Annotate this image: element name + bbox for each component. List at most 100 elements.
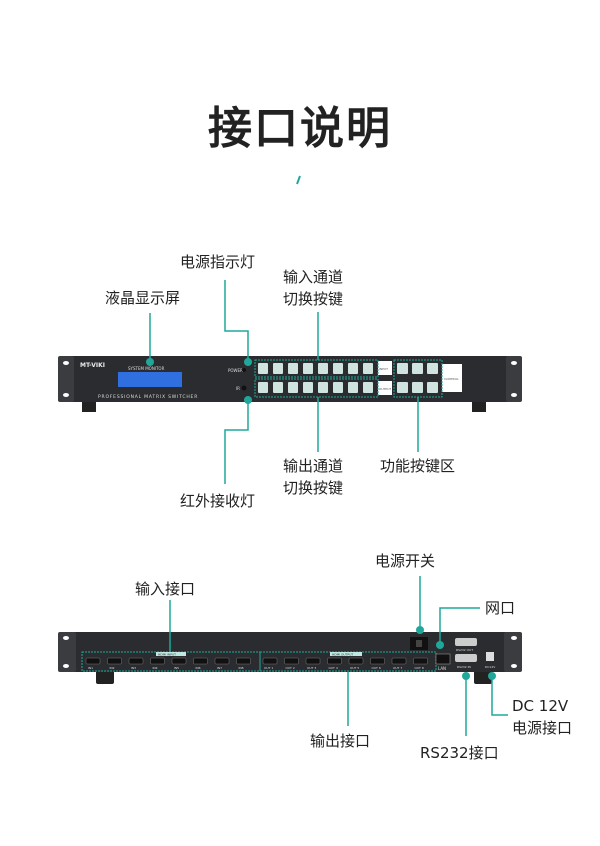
output-keys-box bbox=[254, 378, 379, 398]
hdmi-output-port-label: OUT 2 bbox=[286, 666, 295, 670]
rack-hole bbox=[63, 393, 69, 397]
output-key-6[interactable] bbox=[333, 382, 343, 393]
callout-inputs: 输入接口 bbox=[135, 580, 196, 598]
rs232-out-port bbox=[455, 638, 477, 646]
input-key-5[interactable] bbox=[318, 363, 328, 374]
callout-lcd: 液晶显示屏 bbox=[105, 289, 181, 307]
hdmi-input-port bbox=[171, 657, 187, 665]
rack-hole bbox=[63, 361, 69, 365]
input-key-3[interactable] bbox=[288, 363, 298, 374]
hdmi-output-port-label: OUT 7 bbox=[393, 666, 402, 670]
rack-hole bbox=[511, 393, 517, 397]
input-key-4[interactable] bbox=[303, 363, 313, 374]
rack-ear-right bbox=[506, 356, 522, 402]
function-key[interactable] bbox=[397, 382, 408, 393]
function-key[interactable] bbox=[397, 363, 408, 374]
output-key-5[interactable] bbox=[318, 382, 328, 393]
callout-dc-line2: 电源接口 bbox=[512, 719, 573, 737]
hdmi-input-port-label: IN4 bbox=[153, 666, 158, 670]
ir-receiver bbox=[241, 385, 247, 391]
power-led-callout-dot bbox=[244, 358, 252, 366]
hdmi-input-port-label: IN5 bbox=[174, 666, 179, 670]
dc-jack bbox=[486, 652, 494, 661]
output-key-7[interactable] bbox=[348, 382, 358, 393]
callout-output-keys-line1: 输出通道 bbox=[283, 457, 344, 475]
page-title: 接口说明 bbox=[208, 103, 392, 154]
hdmi-output-port-label: OUT 5 bbox=[350, 666, 359, 670]
hdmi-input-port-label: IN6 bbox=[196, 666, 201, 670]
output-key-8[interactable] bbox=[363, 382, 373, 393]
input-keys-box bbox=[254, 359, 379, 378]
output-key-3[interactable] bbox=[288, 382, 298, 393]
input-key-2[interactable] bbox=[273, 363, 283, 374]
back-rack-ear-left bbox=[58, 632, 76, 672]
power-led bbox=[242, 368, 246, 372]
rs232-callout-dot bbox=[462, 672, 470, 680]
lcd-screen bbox=[118, 372, 182, 387]
callout-function-keys: 功能按键区 bbox=[380, 457, 456, 475]
function-key[interactable] bbox=[412, 363, 423, 374]
hdmi-output-port bbox=[391, 657, 407, 665]
callout-power-led: 电源指示灯 bbox=[180, 253, 256, 271]
output-label: OUTPUT bbox=[379, 387, 391, 391]
function-key[interactable] bbox=[427, 363, 438, 374]
input-key-1[interactable] bbox=[258, 363, 268, 374]
hdmi-output-label: HDMI OUTPUT bbox=[332, 653, 353, 657]
rack-hole bbox=[511, 361, 517, 365]
control-label: CONTROL bbox=[444, 377, 459, 381]
function-key[interactable] bbox=[412, 382, 423, 393]
output-key-4[interactable] bbox=[303, 382, 313, 393]
ir-callout-dot bbox=[244, 396, 252, 404]
callout-output-keys-line2: 切换按键 bbox=[283, 479, 344, 497]
rs232-in-port bbox=[455, 654, 477, 662]
front-foot-right bbox=[472, 400, 486, 412]
callout-ir-receiver: 红外接收灯 bbox=[180, 492, 256, 510]
callout-outputs: 输出接口 bbox=[310, 732, 371, 750]
function-key[interactable] bbox=[427, 382, 438, 393]
hdmi-input-port-label: IN3 bbox=[131, 666, 136, 670]
hdmi-input-label: HDMI INPUT bbox=[158, 653, 176, 657]
output-key-1[interactable] bbox=[258, 382, 268, 393]
hdmi-output-port bbox=[348, 657, 364, 665]
input-key-8[interactable] bbox=[363, 363, 373, 374]
hdmi-output-port bbox=[305, 657, 321, 665]
hdmi-output-port-label: OUT 1 bbox=[264, 666, 273, 670]
power-label: POWER bbox=[228, 368, 243, 373]
input-label: INPUT bbox=[379, 367, 388, 371]
input-key-6[interactable] bbox=[333, 363, 343, 374]
input-key-7[interactable] bbox=[348, 363, 358, 374]
back-callout-lines bbox=[169, 576, 508, 736]
callout-dc-line1: DC 12V bbox=[512, 697, 569, 715]
dc-label: DC12V bbox=[485, 665, 496, 669]
input-tag bbox=[378, 361, 392, 375]
hdmi-input-port bbox=[85, 657, 101, 665]
hdmi-input-port bbox=[193, 657, 208, 665]
rs232-out-label: RS232 OUT bbox=[456, 648, 473, 652]
lan-port bbox=[435, 653, 451, 665]
hdmi-output-port bbox=[413, 657, 428, 665]
lan-callout-dot bbox=[436, 641, 444, 649]
front-foot-left bbox=[82, 400, 96, 412]
system-monitor-label: SYSTEM MONITOR bbox=[128, 366, 165, 371]
callout-rs232: RS232接口 bbox=[420, 744, 499, 762]
hdmi-input-port bbox=[150, 657, 165, 665]
hdmi-input-port bbox=[128, 657, 144, 665]
callout-power-switch: 电源开关 bbox=[375, 552, 436, 570]
hdmi-output-port bbox=[284, 657, 299, 665]
callout-input-keys-line2: 切换按键 bbox=[283, 290, 344, 308]
hdmi-output-port bbox=[327, 657, 342, 665]
hdmi-output-tag bbox=[330, 652, 362, 656]
callout-lan: 网口 bbox=[485, 599, 516, 617]
output-tag bbox=[378, 381, 392, 395]
hdmi-input-port-label: IN1 bbox=[88, 666, 93, 670]
accent-mark bbox=[296, 175, 301, 185]
rack-ear-left bbox=[58, 356, 74, 402]
hdmi-input-port bbox=[107, 657, 122, 665]
lcd-callout-dot bbox=[146, 358, 154, 366]
dc-callout-dot bbox=[488, 672, 496, 680]
output-key-2[interactable] bbox=[273, 382, 283, 393]
power-switch-callout-dot bbox=[416, 626, 424, 634]
lan-label: LAN bbox=[438, 666, 446, 671]
brand-logo: MT-VIKI bbox=[80, 362, 105, 369]
